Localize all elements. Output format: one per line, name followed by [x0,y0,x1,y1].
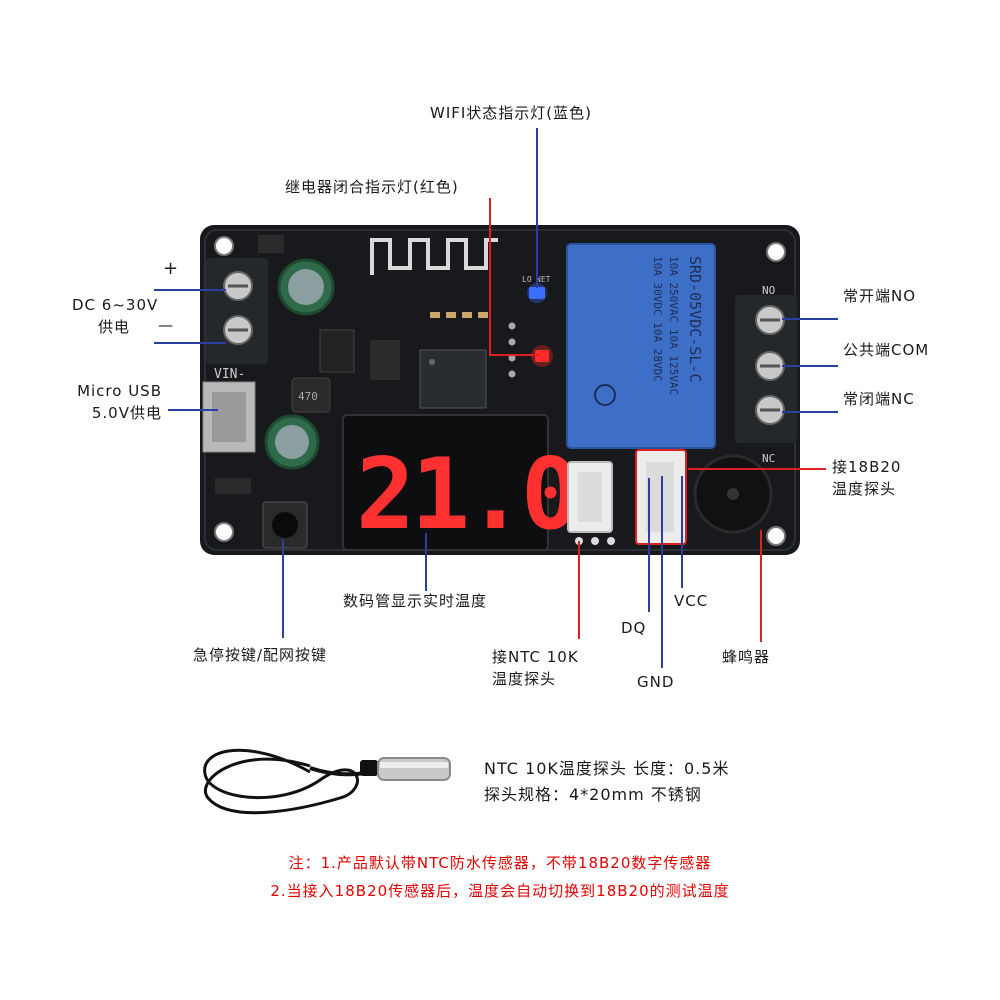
probe-spec-line-1: NTC 10K温度探头 长度：0.5米 [484,759,730,778]
silk-vin: VIN- [214,367,245,382]
relay-rating-text: 10A 250VAC 10A 125VAC [667,256,680,395]
display-digits: 21.0 [356,438,576,552]
ds18b20-label-1: 接18B20 [832,458,902,476]
mount-hole [214,236,234,256]
com-terminal-label: 公共端COM [843,341,930,359]
ntc-label-1: 接NTC 10K [492,648,579,666]
usb-label-2: 5.0V供电 [91,404,162,422]
smd-chip [319,329,355,373]
dc-minus-label: — [158,316,174,334]
usb-label-1: Micro USB [77,382,162,400]
smd-chip [258,235,284,253]
mount-hole [766,242,786,262]
buzzer-label: 蜂鸣器 [722,648,771,666]
relay [566,243,716,449]
relay-led-label: 继电器闭合指示灯(红色) [285,178,459,196]
wifi-led-label: WIFI状态指示灯(蓝色) [430,104,593,122]
ntc-label-2: 温度探头 [492,670,557,688]
silk-net: NET [536,275,551,284]
silk-nc: NC [762,452,775,465]
wifi-antenna [370,238,498,275]
nc-terminal-label: 常闭端NC [843,390,915,408]
gnd-label: GND [637,673,675,691]
dc-power-label-1: DC 6~30V [72,296,159,314]
relay-model-text: SRD-05VDC-SL-C [686,256,704,382]
ntc-probe-picture [203,748,451,815]
display-label: 数码管显示实时温度 [343,592,488,610]
button-label: 急停按键/配网按键 [193,646,328,664]
mount-hole [214,522,234,542]
dc-plus-label: + [163,258,180,279]
mcu-chip [419,349,487,409]
seven-segment-display [342,414,549,551]
wifi-led [529,287,545,299]
relay-led [535,350,549,362]
probe-spec-line-2: 探头规格：4*20mm 不锈钢 [484,785,702,804]
ds18b20-label-2: 温度探头 [832,480,897,498]
svg-text:470: 470 [298,390,318,403]
relay-rating-text-2: 10A 30VDC 10A 28VDC [651,256,664,382]
no-terminal-label: 常开端NO [843,287,917,305]
smd-chip [370,340,400,380]
mount-hole [766,526,786,546]
dc-power-label-2: 供电 [98,318,131,336]
inductor [291,377,331,413]
vcc-label: VCC [674,592,709,610]
silk-lo: LO [522,275,532,284]
note-line-2: 2.当接入18B20传感器后，温度会自动切换到18B20的测试温度 [270,882,730,900]
note-line-1: 注：1.产品默认带NTC防水传感器，不带18B20数字传感器 [288,854,712,872]
dq-label: DQ [621,619,647,637]
silk-no: NO [762,284,775,297]
